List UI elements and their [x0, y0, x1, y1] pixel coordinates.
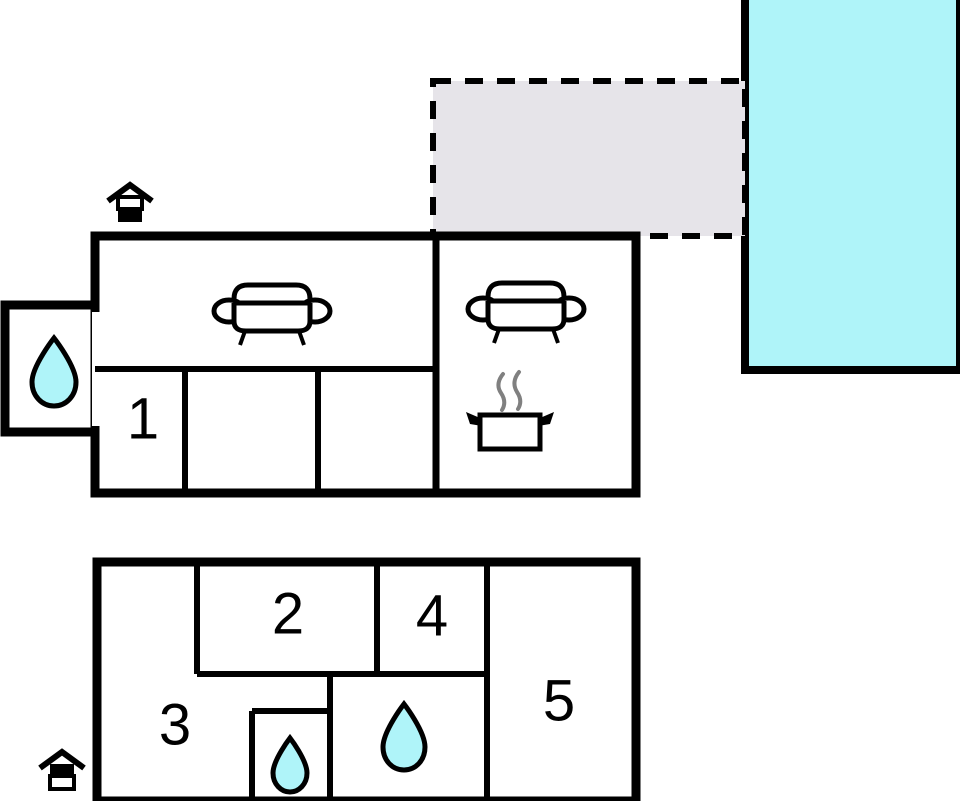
cooking-pot-icon	[466, 370, 554, 452]
room-number-1: 1	[127, 386, 159, 451]
water-drop-icon	[29, 333, 79, 409]
terrace[interactable]	[430, 78, 748, 239]
room-number-2: 2	[272, 581, 304, 646]
room-number-4: 4	[416, 583, 448, 648]
room-number-5: 5	[543, 668, 575, 733]
sofa-icon	[465, 280, 587, 344]
upper-floor[interactable]: 1	[0, 181, 641, 498]
water-drop-icon	[270, 733, 310, 795]
sofa-icon	[211, 282, 333, 346]
entrance-icon	[106, 181, 154, 222]
swimming-pool[interactable]	[741, 0, 960, 374]
bathroom-annex[interactable]	[0, 300, 105, 437]
entrance-icon	[38, 748, 86, 791]
lower-floor[interactable]: 2 3 4 5	[38, 557, 641, 801]
upper-floor-outline[interactable]	[90, 231, 641, 498]
room-number-3: 3	[159, 692, 191, 757]
terrace-shape[interactable]	[430, 78, 748, 239]
lower-floor-outline[interactable]	[92, 557, 641, 801]
swimming-pool-shape[interactable]	[741, 0, 960, 374]
water-drop-icon	[380, 699, 428, 773]
